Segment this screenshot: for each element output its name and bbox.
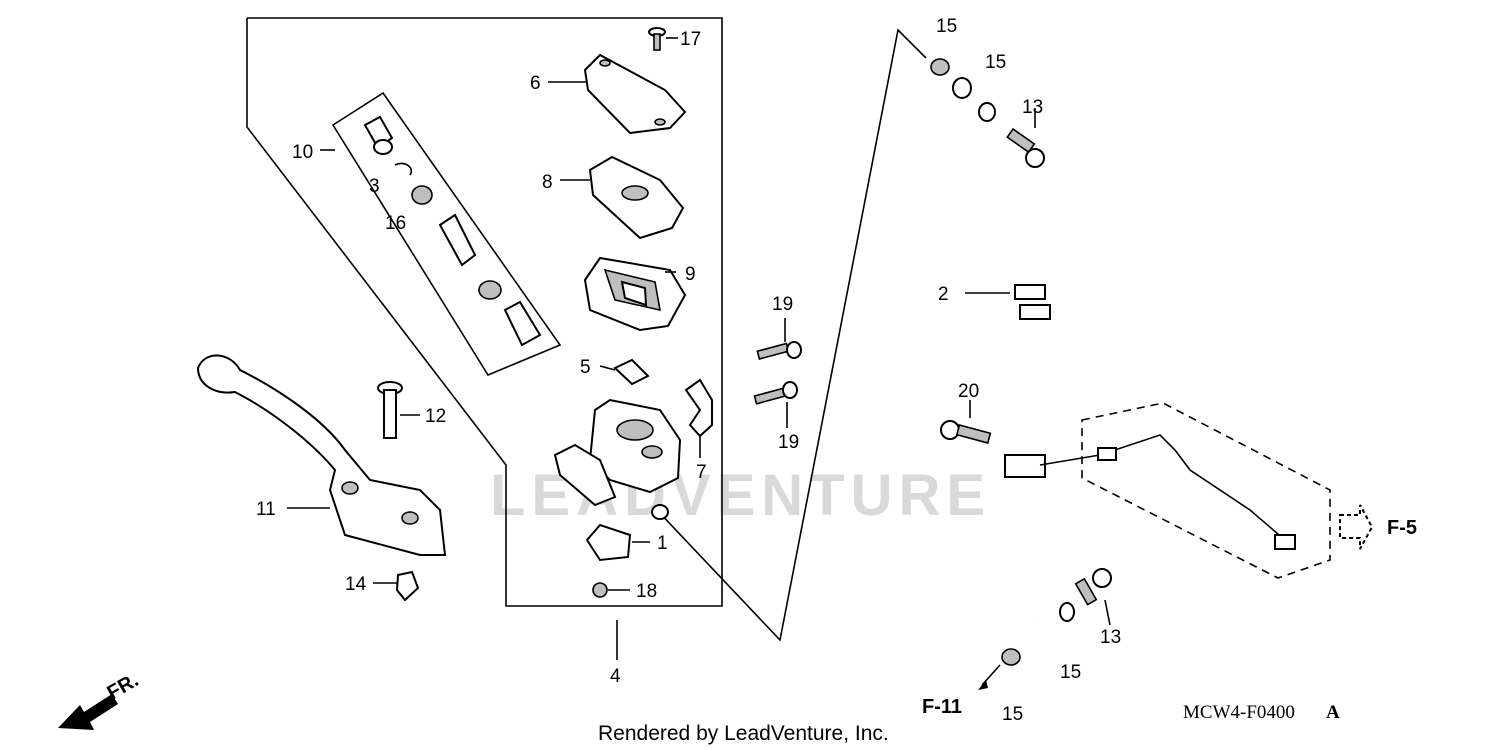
diagram-code: MCW4-F0400 — [1183, 702, 1295, 723]
master-cylinder — [553, 398, 682, 520]
piston-kit-outline — [331, 91, 562, 377]
callout-12: 12 — [425, 406, 446, 427]
callout-7: 7 — [696, 462, 707, 483]
callout-15b: 15 — [985, 52, 1006, 73]
clamp-bolt — [940, 400, 992, 444]
callout-2: 2 — [938, 284, 949, 305]
callout-15d: 15 — [1002, 704, 1023, 725]
brake-pipe-outline — [1081, 402, 1331, 579]
callout-18: 18 — [636, 581, 657, 602]
callout-13b: 13 — [1100, 627, 1121, 648]
diaphragm-plate — [560, 155, 685, 240]
assembly-outline — [246, 17, 723, 607]
washers — [930, 58, 1075, 666]
callout-19b: 19 — [778, 432, 799, 453]
banjo-bolts — [1006, 108, 1112, 626]
callout-15c: 15 — [1060, 662, 1081, 683]
pivot-bolt — [377, 381, 420, 439]
brake-switch — [585, 523, 650, 562]
ref-arrow-f5 — [1339, 504, 1374, 550]
pivot-nut — [373, 570, 420, 602]
ref-f11: F-11 — [922, 696, 962, 718]
cap-screw — [648, 27, 678, 51]
piston-kit — [320, 115, 542, 347]
brake-hose — [950, 77, 1051, 621]
rendered-by-text: Rendered by LeadVenture, Inc. — [598, 722, 889, 745]
callout-10: 10 — [292, 142, 313, 163]
callout-9: 9 — [685, 264, 696, 285]
reservoir-cap — [548, 53, 687, 135]
ref-f5: F-5 — [1387, 517, 1417, 539]
callout-15a: 15 — [936, 16, 957, 37]
callout-3: 3 — [369, 176, 380, 197]
callout-19a: 19 — [772, 294, 793, 315]
callout-13a: 13 — [1022, 97, 1043, 118]
holder — [684, 378, 713, 458]
callout-5: 5 — [580, 357, 591, 378]
callout-20: 20 — [958, 381, 979, 402]
callout-6: 6 — [530, 73, 541, 94]
callout-17: 17 — [680, 29, 701, 50]
callout-16: 16 — [385, 213, 406, 234]
callout-11: 11 — [256, 499, 276, 520]
brake-pipe — [1039, 434, 1296, 550]
mount-bolts — [753, 318, 802, 428]
callout-4: 4 — [610, 666, 621, 687]
callout-1: 1 — [657, 533, 668, 554]
clip — [599, 358, 650, 386]
callout-14: 14 — [345, 574, 367, 595]
front-arrow — [58, 694, 118, 730]
diagram-code-suffix: A — [1326, 702, 1340, 723]
brake-lever — [196, 354, 447, 556]
diaphragm — [583, 256, 687, 332]
leader-line-hose — [654, 28, 927, 642]
callout-8: 8 — [542, 172, 553, 193]
switch-screw — [592, 582, 630, 598]
ref-arrow-f11 — [978, 664, 1001, 690]
